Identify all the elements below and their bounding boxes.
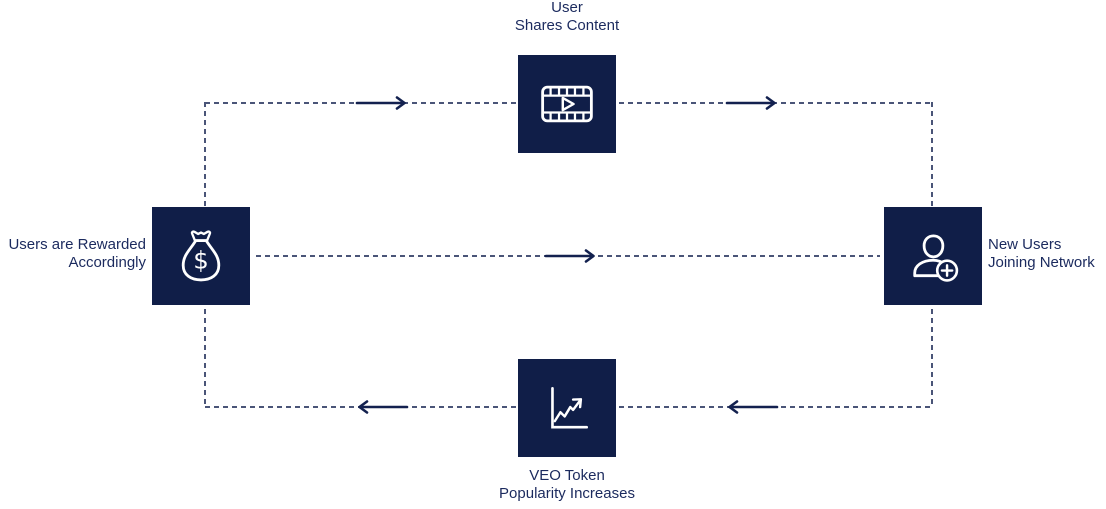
label-user-shares-content: User Shares Content bbox=[514, 0, 620, 34]
node-users-rewarded-accordingly: $ bbox=[152, 207, 250, 305]
node-new-users-joining-network bbox=[884, 207, 982, 305]
node-user-shares-content bbox=[518, 55, 616, 153]
node-veo-token-popularity-increases bbox=[518, 359, 616, 457]
arrow-right-icon bbox=[354, 95, 410, 111]
arrow-right-icon bbox=[724, 95, 780, 111]
arrow-left-icon bbox=[354, 399, 410, 415]
label-veo-token-popularity-increases: VEO Token Popularity Increases bbox=[499, 467, 635, 502]
label-new-users-joining-network: New Users Joining Network bbox=[988, 236, 1095, 271]
film-play-icon bbox=[537, 74, 597, 134]
arrow-right-icon bbox=[543, 248, 599, 264]
svg-text:$: $ bbox=[193, 246, 209, 275]
arrow-left-icon bbox=[724, 399, 780, 415]
label-users-rewarded-accordingly: Users are Rewarded Accordingly bbox=[8, 236, 146, 271]
chart-rising-icon bbox=[537, 378, 597, 438]
user-add-icon bbox=[903, 226, 963, 286]
money-bag-icon: $ bbox=[171, 226, 231, 286]
